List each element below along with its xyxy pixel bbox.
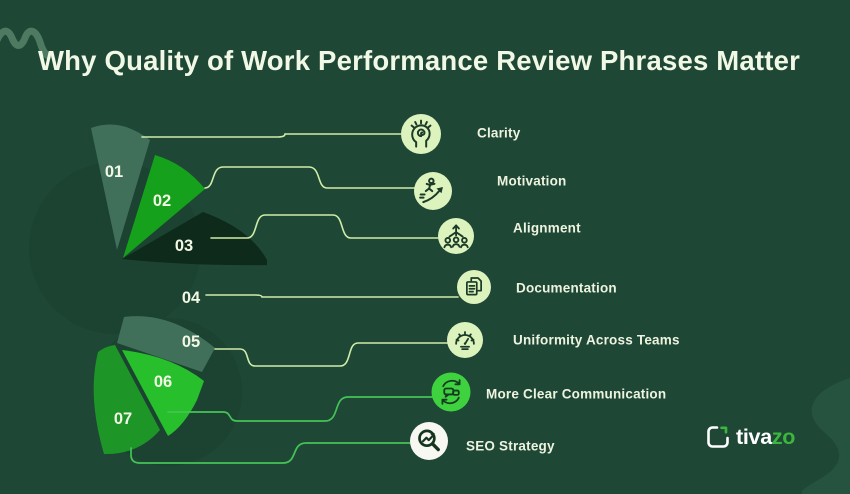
item-label-alignment: Alignment bbox=[513, 220, 581, 236]
wedge-number-07: 07 bbox=[114, 410, 132, 428]
wedge-number-04: 04 bbox=[182, 289, 201, 307]
wedge-07 bbox=[93, 345, 160, 455]
fan-bottom bbox=[93, 316, 215, 455]
seo-magnifier-glyph bbox=[418, 429, 440, 452]
wedge-number-03: 03 bbox=[175, 237, 193, 255]
tivazo-logo-icon bbox=[707, 426, 729, 448]
chat-sync-icon bbox=[431, 372, 471, 412]
connector-seo bbox=[130, 442, 412, 464]
connector-uniformity bbox=[214, 342, 449, 367]
connector-clarity bbox=[141, 133, 402, 138]
idea-head-glyph bbox=[410, 119, 432, 148]
swirl-decoration bbox=[801, 378, 850, 494]
fan-top bbox=[91, 124, 267, 266]
gauge-glyph bbox=[455, 331, 475, 351]
item-label-clarity: Clarity bbox=[477, 125, 521, 141]
connector-documentation bbox=[205, 294, 459, 298]
tivazo-logo-text: tivazo bbox=[736, 425, 795, 450]
item-label-motivation: Motivation bbox=[497, 173, 567, 189]
item-label-communication: More Clear Communication bbox=[486, 386, 667, 402]
connector-alignment bbox=[210, 214, 439, 239]
wedge-06 bbox=[122, 350, 204, 436]
icon-badges bbox=[401, 114, 491, 460]
squiggle-decoration bbox=[0, 27, 52, 60]
page-title: Why Quality of Work Performance Review P… bbox=[38, 45, 800, 76]
wedge-number-06: 06 bbox=[154, 373, 172, 391]
connectors-pale bbox=[141, 133, 459, 367]
wedge-number-02: 02 bbox=[153, 192, 171, 210]
logo-text-green: zo bbox=[771, 424, 796, 449]
wedge-03 bbox=[122, 212, 267, 266]
chat-sync-glyph bbox=[441, 379, 461, 405]
team-direction-glyph bbox=[443, 224, 469, 249]
wedge-01 bbox=[91, 124, 150, 250]
growth-person-glyph bbox=[419, 177, 443, 204]
connectors-green bbox=[130, 396, 434, 464]
logo-text-white: tiva bbox=[736, 424, 772, 449]
wedge-number-05: 05 bbox=[182, 333, 200, 351]
wedge-number-01: 01 bbox=[105, 163, 123, 181]
connector-motivation bbox=[204, 166, 416, 189]
connector-communication bbox=[167, 396, 434, 422]
gauge-icon bbox=[447, 322, 483, 358]
wedge-05 bbox=[117, 316, 215, 372]
item-label-seo-strategy: SEO Strategy bbox=[466, 438, 555, 454]
item-label-uniformity: Uniformity Across Teams bbox=[513, 332, 680, 348]
wedge-numbers: 01 02 03 04 05 06 07 bbox=[105, 163, 201, 428]
tivazo-logo: tivazo bbox=[705, 423, 795, 451]
wedge-02 bbox=[123, 155, 205, 258]
item-label-documentation: Documentation bbox=[516, 280, 617, 296]
documents-glyph bbox=[466, 277, 482, 296]
